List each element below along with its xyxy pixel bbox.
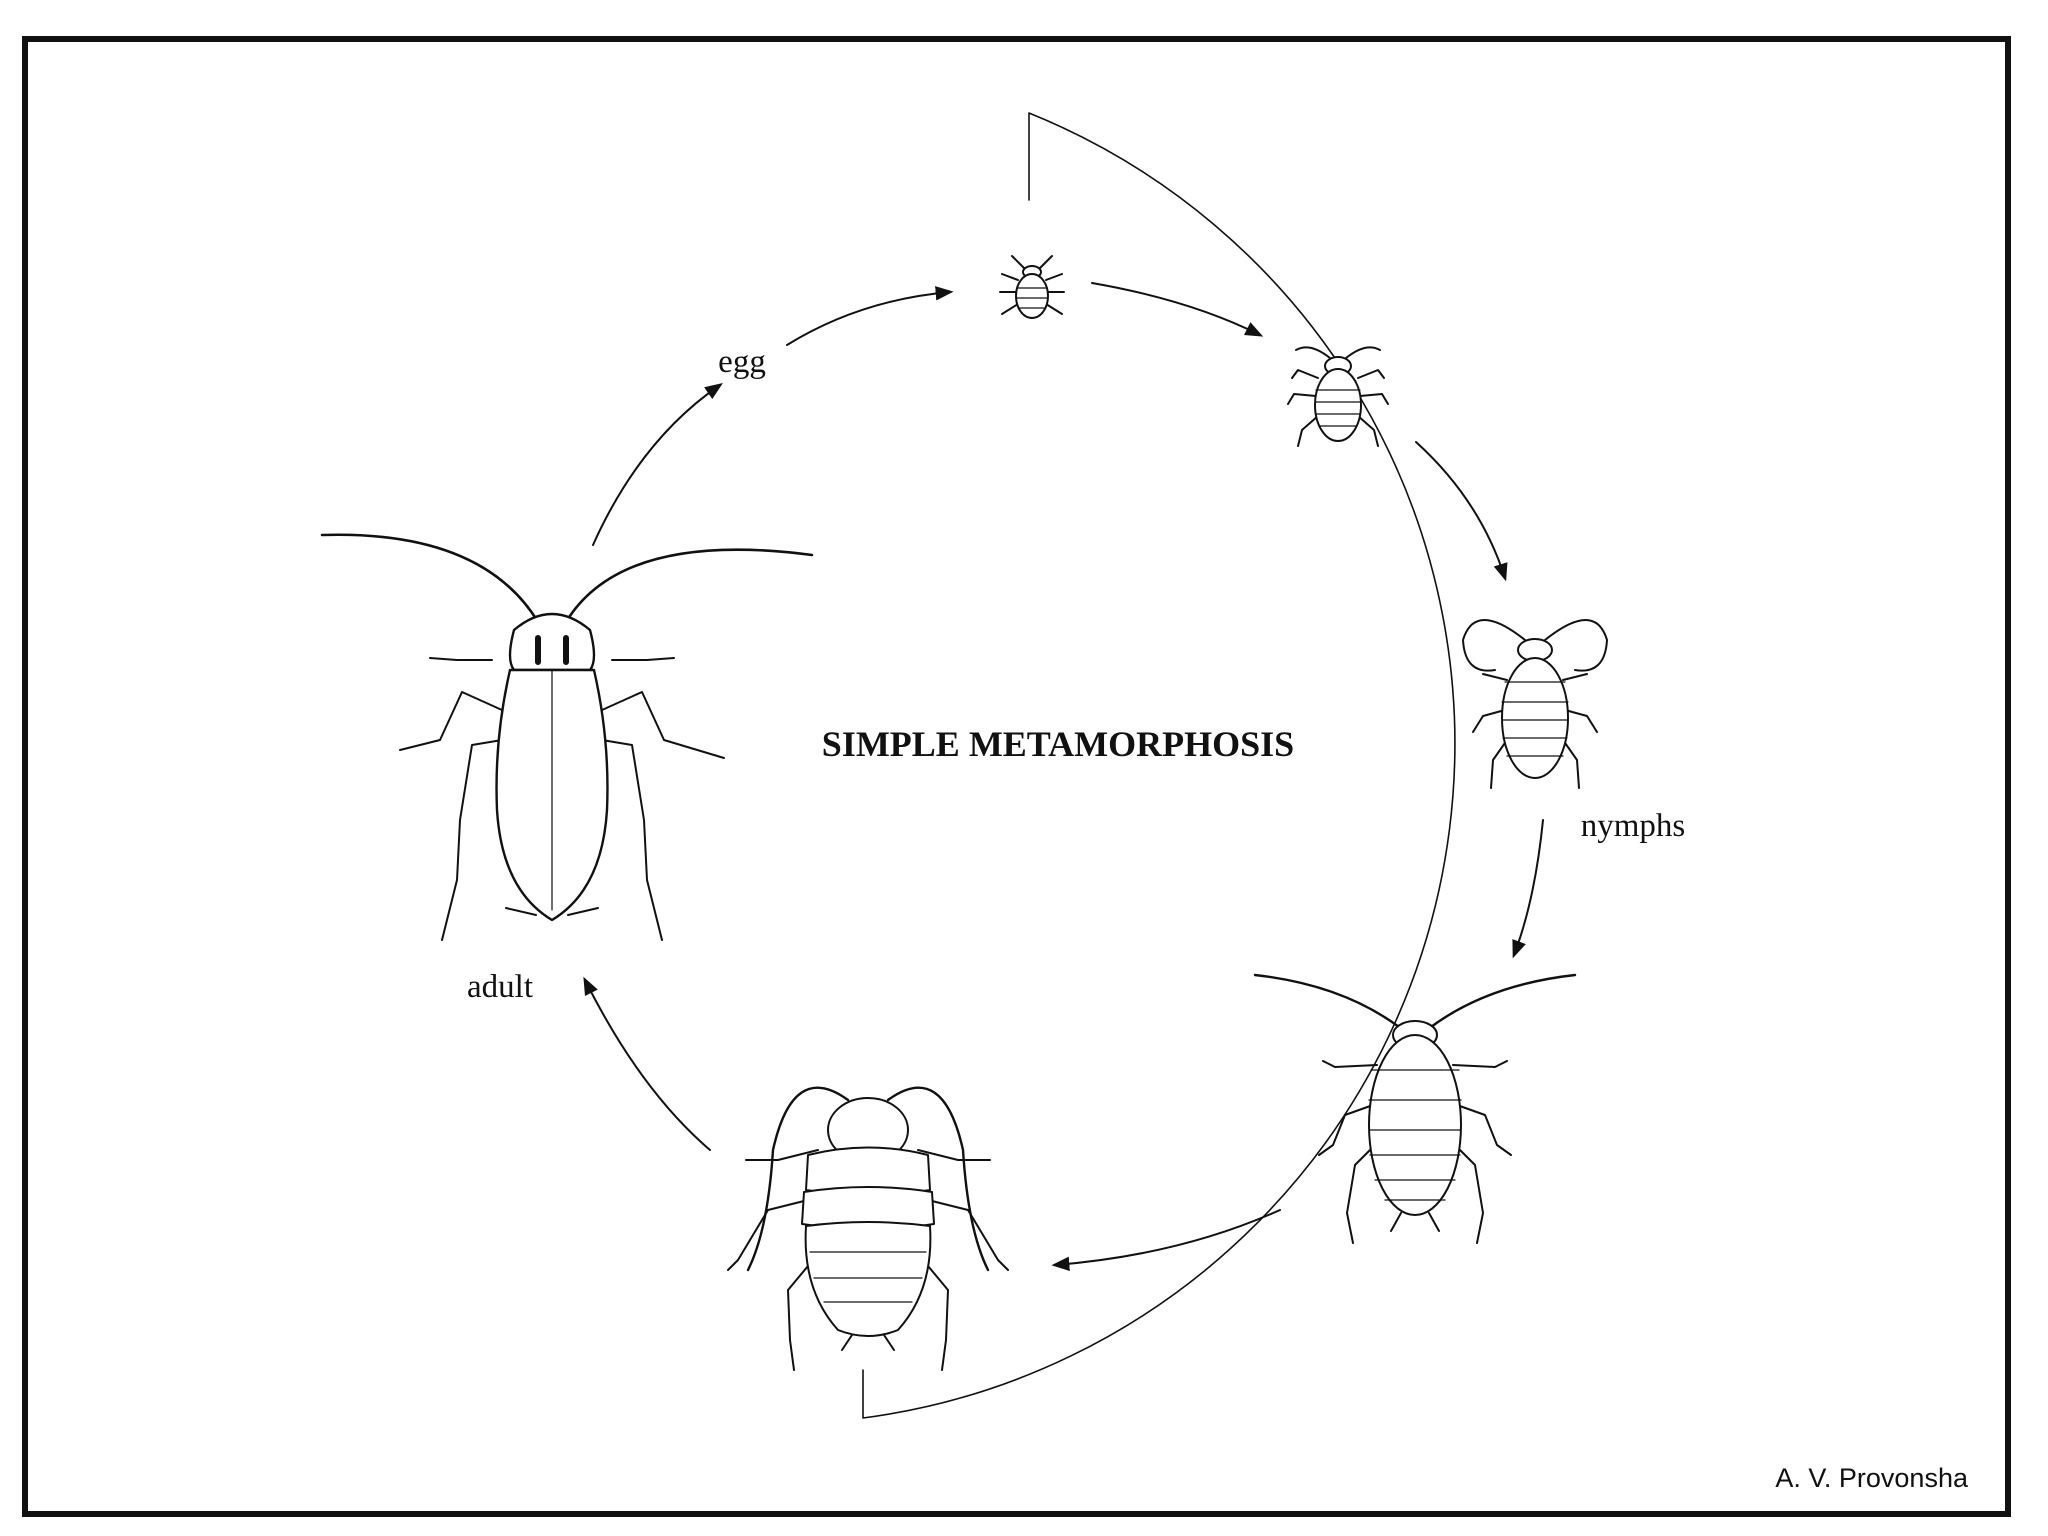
arrow-nymph2-to-nymph3: [1415, 441, 1508, 582]
nymph-wing-pads-icon: [727, 1086, 1009, 1371]
label-adult: adult: [467, 969, 533, 1005]
arrow-nymph4-to-nymph5: [1051, 1209, 1281, 1272]
nymph-large-icon: [1253, 973, 1577, 1244]
nymph-medium-icon: [1462, 619, 1608, 789]
nymph-tiny-icon: [999, 255, 1065, 319]
arrow-adult-to-egg: [592, 382, 723, 546]
arrow-nymph1-to-nymph2: [1091, 282, 1264, 337]
diagram-title: SIMPLE METAMORPHOSIS: [822, 724, 1294, 764]
arrow-nymph3-to-nymph4: [1512, 819, 1544, 959]
label-nymphs: nymphs: [1581, 808, 1686, 844]
illustrator-credit: A. V. Provonsha: [1775, 1463, 1969, 1493]
arrow-nymph5-to-adult: [583, 976, 711, 1151]
arrow-egg-to-nymph1: [786, 286, 954, 346]
nymph-small-icon: [1287, 346, 1389, 447]
adult-cockroach-icon: [320, 533, 814, 941]
diagram-frame: [22, 36, 2011, 1517]
label-egg: egg: [718, 344, 766, 380]
nymphs-bracket-arc: [862, 112, 1456, 1419]
